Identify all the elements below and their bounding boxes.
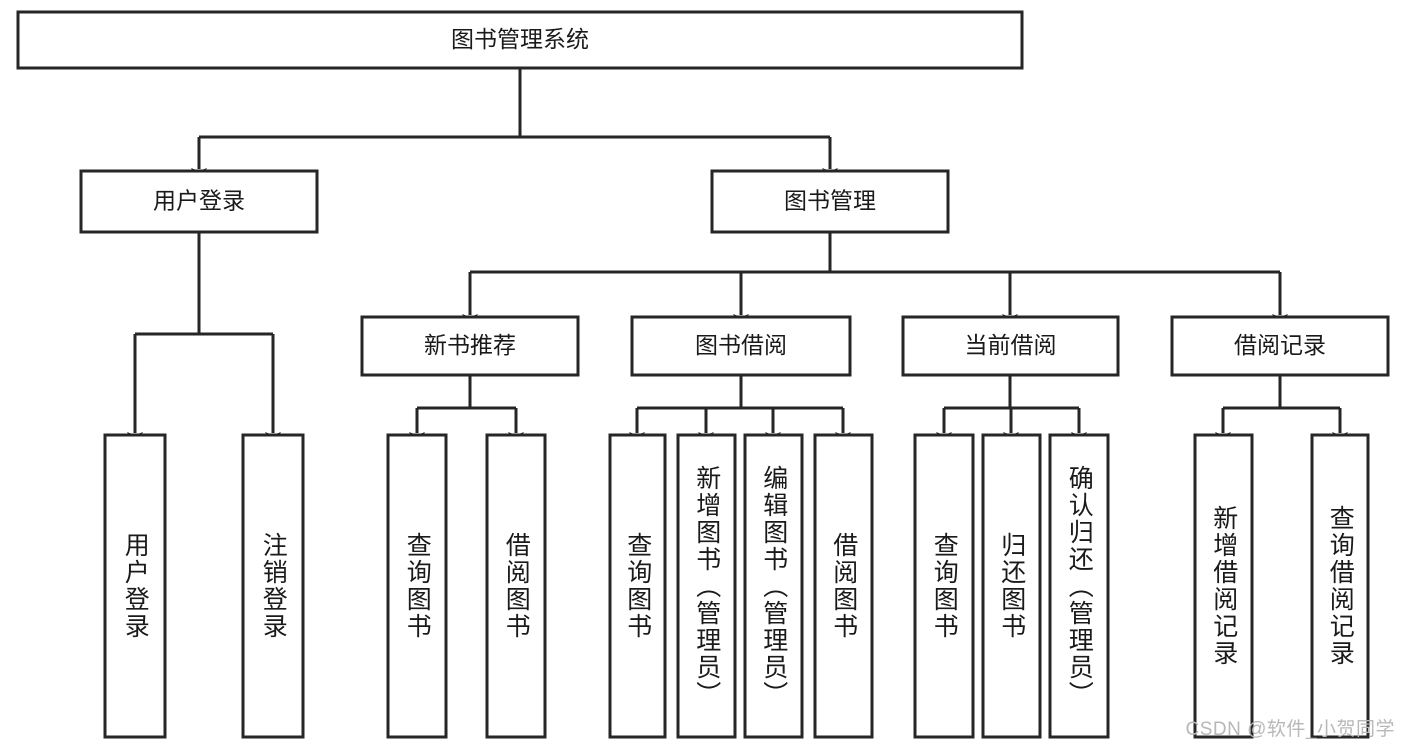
root-node-label: 图书管理系统 (451, 26, 589, 52)
level3-node-label: 借阅记录 (1234, 332, 1326, 358)
level2-node-label: 图书管理 (784, 188, 876, 214)
leaf-node-box[interactable] (1310, 433, 1370, 739)
level3-node-label: 当前借阅 (965, 332, 1057, 358)
leaf-node-box[interactable] (913, 433, 975, 739)
leaf-node-box[interactable] (103, 433, 167, 739)
leaf-node-box[interactable] (743, 433, 804, 739)
leaf-node-box[interactable] (676, 433, 737, 739)
level3-node-label: 新书推荐 (424, 332, 516, 358)
leaf-node-box[interactable] (241, 433, 305, 739)
level3-node-box[interactable] (360, 315, 580, 377)
leaf-node-box[interactable] (386, 433, 448, 739)
leaf-node-box[interactable] (1193, 433, 1254, 739)
level3-node-box[interactable] (1170, 315, 1390, 377)
leaf-node-box[interactable] (813, 433, 874, 739)
level3-node-box[interactable] (630, 315, 852, 377)
level2-node-label: 用户登录 (153, 188, 245, 214)
level3-node-box[interactable] (901, 315, 1120, 377)
boxes-layer (16, 10, 1390, 739)
leaf-node-box[interactable] (485, 433, 547, 739)
leaf-node-box[interactable] (608, 433, 667, 739)
leaf-node-box[interactable] (1048, 433, 1110, 739)
level2-node-box[interactable] (710, 169, 950, 234)
edges-layer (127, 68, 1348, 446)
level2-node-box[interactable] (79, 169, 319, 234)
level3-node-label: 图书借阅 (695, 332, 787, 358)
csdn-watermark: CSDN @软件_小贺同学 (1185, 719, 1395, 740)
root-node-box[interactable] (16, 10, 1024, 70)
leaf-node-box[interactable] (981, 433, 1042, 739)
